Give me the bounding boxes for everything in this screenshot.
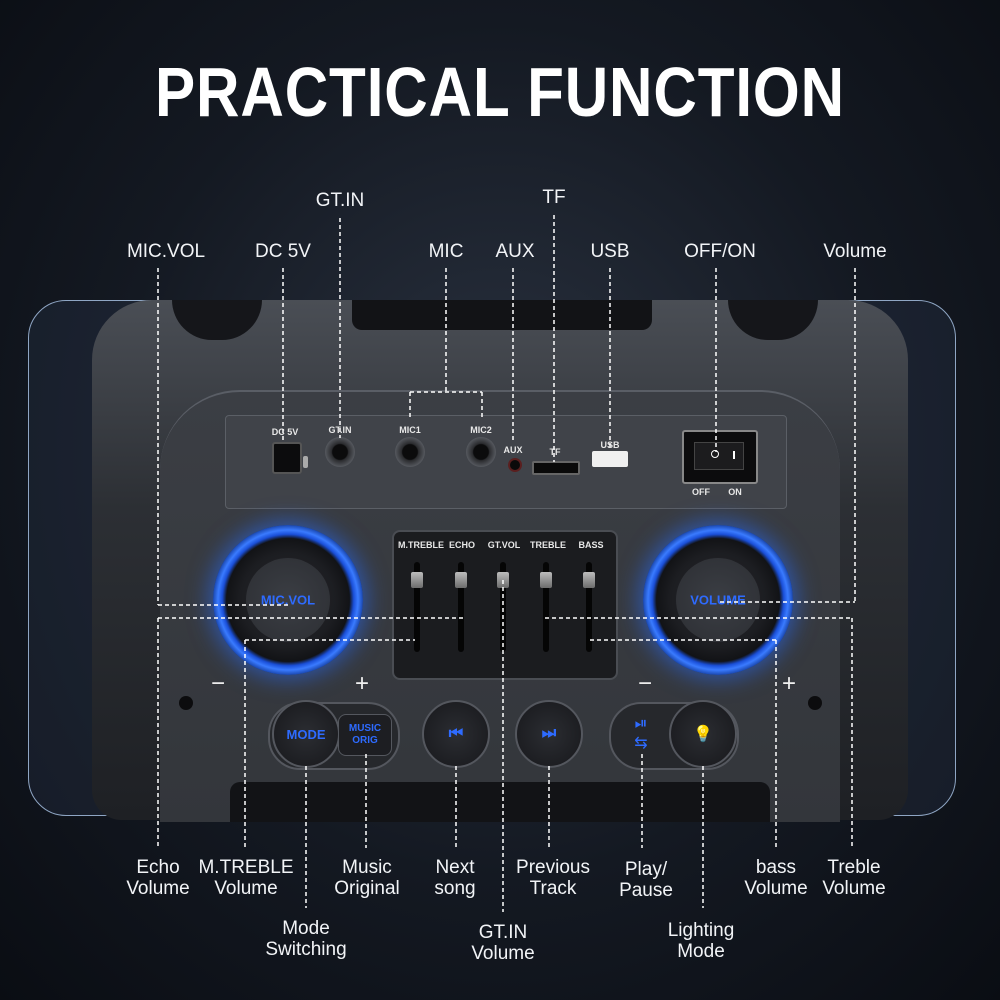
next-track-button[interactable]: ⏭ <box>515 700 583 768</box>
fader-panel: M.TREBLE ECHO GT.VOL TREBLE BASS <box>392 530 618 680</box>
label-gt-in: GT.IN <box>315 190 365 211</box>
play-pause-button[interactable]: ⏯⇆ <box>619 714 663 754</box>
gtin-jack[interactable] <box>325 437 355 467</box>
lightbulb-icon: 💡 <box>693 726 713 743</box>
label-usb: USB <box>590 241 630 262</box>
mic1-jack[interactable] <box>395 437 425 467</box>
mic-vol-knob[interactable]: MIC.VOL <box>213 525 363 675</box>
mic2-jack[interactable] <box>466 437 496 467</box>
previous-track-button[interactable]: ⏮ <box>422 700 490 768</box>
label-tf: TF <box>542 187 566 208</box>
previous-icon: ⏮ <box>448 725 464 742</box>
label-play-pause: Play/Pause <box>619 859 673 901</box>
music-orig-button[interactable]: MUSIC ORIG <box>338 714 392 756</box>
usb-port[interactable] <box>592 451 628 467</box>
fader-m-treble[interactable] <box>411 562 423 652</box>
volume-knob-label: VOLUME <box>690 592 746 608</box>
panel-label-aux: AUX <box>503 445 523 455</box>
panel-label-dc5v: DC 5V <box>271 427 299 437</box>
next-icon: ⏭ <box>541 725 557 742</box>
fader-echo[interactable] <box>455 562 467 652</box>
panel-label-on: ON <box>728 487 742 497</box>
music-orig-button-label: MUSIC ORIG <box>348 723 382 746</box>
led-indicator <box>303 456 308 468</box>
label-aux: AUX <box>495 241 535 262</box>
fader-treble[interactable] <box>540 562 552 652</box>
plus-sign: + <box>354 670 370 697</box>
label-off-on: OFF/ON <box>684 241 756 262</box>
label-mic-vol: MIC.VOL <box>126 241 206 262</box>
panel-label-off: OFF <box>692 487 710 497</box>
fader-label: ECHO <box>448 540 476 550</box>
play-pause-icon: ⏯⇆ <box>634 715 648 752</box>
fader-label: BASS <box>578 540 604 550</box>
minus-sign: − <box>210 670 226 697</box>
label-dc5v: DC 5V <box>255 241 311 262</box>
minus-sign: − <box>637 670 653 697</box>
panel-label-tf: TF <box>549 447 561 457</box>
aux-jack[interactable] <box>508 458 522 472</box>
tf-slot[interactable] <box>532 461 580 475</box>
page-title: PRACTICAL FUNCTION <box>155 53 845 131</box>
label-volume: Volume <box>823 241 887 262</box>
panel-label-mic1: MIC1 <box>399 425 421 435</box>
mode-button-label: MODE <box>286 726 326 742</box>
fader-label: TREBLE <box>530 540 566 550</box>
screw-hole <box>179 696 193 710</box>
dc-port[interactable] <box>272 442 302 474</box>
fader-label: GT.VOL <box>487 540 521 550</box>
fader-label: M.TREBLE <box>398 540 444 550</box>
screw-hole <box>808 696 822 710</box>
fader-bass[interactable] <box>583 562 595 652</box>
volume-knob[interactable]: VOLUME <box>643 525 793 675</box>
label-mic: MIC <box>428 241 464 262</box>
power-switch[interactable] <box>682 430 758 484</box>
panel-label-mic2: MIC2 <box>470 425 492 435</box>
mic-vol-knob-label: MIC.VOL <box>260 592 316 608</box>
plus-sign: + <box>781 670 797 697</box>
